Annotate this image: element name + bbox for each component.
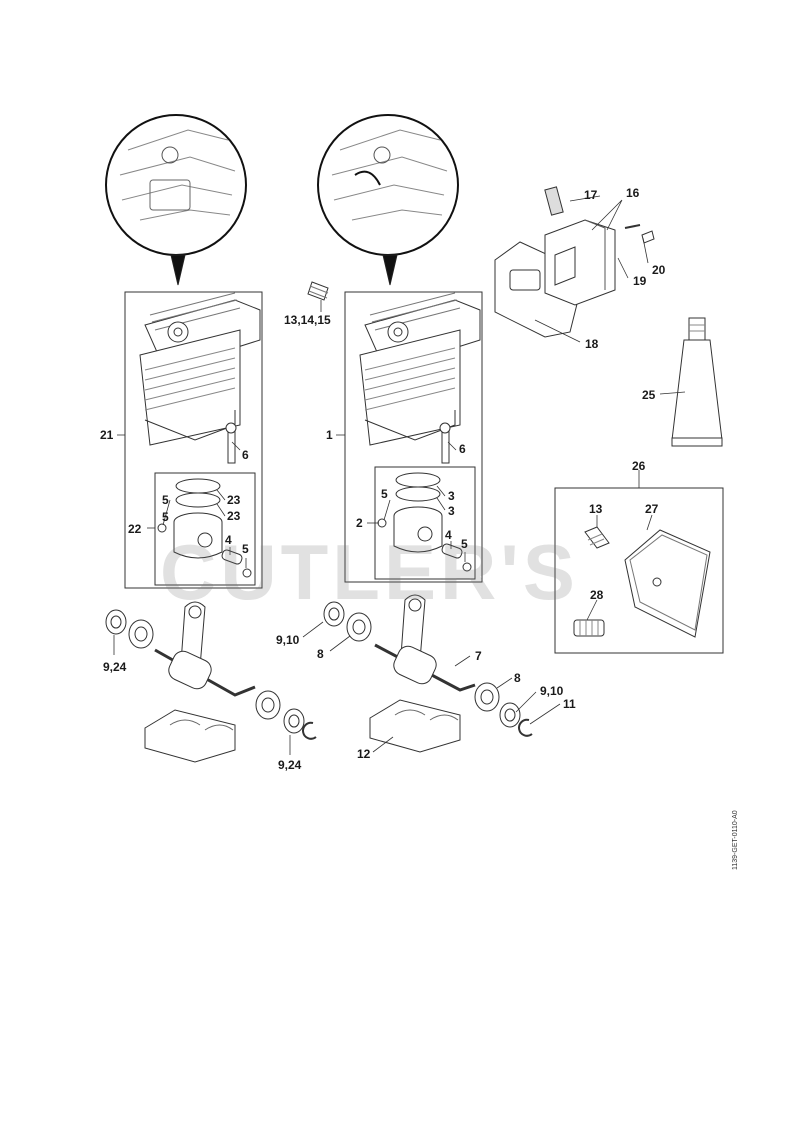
decompression-valve-drawing bbox=[307, 281, 329, 301]
callout-26: 26 bbox=[632, 459, 646, 473]
callout-6-left: 6 bbox=[242, 448, 249, 462]
callout-28: 28 bbox=[590, 588, 604, 602]
watermark-text: CUTLER'S bbox=[160, 528, 579, 616]
callout-19: 19 bbox=[633, 274, 647, 288]
callout-8-left: 8 bbox=[317, 647, 324, 661]
callout-12: 12 bbox=[357, 747, 371, 761]
crankshaft-group-left-drawing bbox=[105, 601, 317, 763]
callout-13: 13 bbox=[589, 502, 603, 516]
callout-3-upper: 3 bbox=[448, 489, 455, 503]
cylinder-left-drawing bbox=[139, 292, 261, 464]
callout-4-right: 4 bbox=[445, 528, 452, 542]
detail-magnifier-right bbox=[317, 114, 459, 286]
document-id: 1139-GET-0110-A0 bbox=[732, 810, 739, 870]
callout-6-right: 6 bbox=[459, 442, 466, 456]
callout-27: 27 bbox=[645, 502, 659, 516]
callout-5-left-lower: 5 bbox=[242, 542, 249, 556]
callout-25: 25 bbox=[642, 388, 656, 402]
callout-11: 11 bbox=[563, 697, 576, 711]
callout-9-24-left-upper: 9,24 bbox=[103, 660, 127, 674]
piston-kit-right-drawing bbox=[377, 472, 472, 572]
callout-2: 2 bbox=[356, 516, 363, 530]
callout-9-24-left-lower: 9,24 bbox=[278, 758, 302, 772]
crankshaft-group-right-drawing bbox=[323, 594, 533, 753]
callout-4-left: 4 bbox=[225, 533, 232, 547]
callout-5-right-lower: 5 bbox=[461, 537, 468, 551]
callout-13-14-15: 13,14,15 bbox=[284, 313, 331, 327]
callout-17: 17 bbox=[584, 188, 598, 202]
callout-5-right-upper: 5 bbox=[381, 487, 388, 501]
piston-kit-left-drawing bbox=[157, 478, 252, 578]
callout-3-lower: 3 bbox=[448, 504, 455, 518]
callout-9-10-right: 9,10 bbox=[540, 684, 564, 698]
detail-magnifier-left bbox=[105, 114, 247, 286]
callout-22: 22 bbox=[128, 522, 142, 536]
callout-21: 21 bbox=[100, 428, 114, 442]
callout-18: 18 bbox=[585, 337, 599, 351]
callout-1: 1 bbox=[326, 428, 333, 442]
cylinder-kit-box-left bbox=[124, 291, 263, 589]
callout-5-left-upper: 5 bbox=[162, 493, 169, 507]
muffler-assembly-drawing bbox=[494, 186, 655, 338]
callout-23-lower: 23 bbox=[227, 509, 241, 523]
callout-8-right: 8 bbox=[514, 671, 521, 685]
cylinder-kit-box-right bbox=[344, 291, 483, 583]
callout-9-10-left: 9,10 bbox=[276, 633, 300, 647]
callout-5-left-mid: 5 bbox=[162, 510, 169, 524]
filter-kit-drawing bbox=[573, 526, 711, 638]
callout-7: 7 bbox=[475, 649, 482, 663]
piston-kit-box-left bbox=[154, 472, 256, 586]
grease-tube-drawing bbox=[671, 317, 723, 447]
leader-lines bbox=[113, 195, 686, 755]
callout-20: 20 bbox=[652, 263, 666, 277]
callout-16: 16 bbox=[626, 186, 640, 200]
callout-23-upper: 23 bbox=[227, 493, 241, 507]
cylinder-right-drawing bbox=[359, 292, 481, 464]
